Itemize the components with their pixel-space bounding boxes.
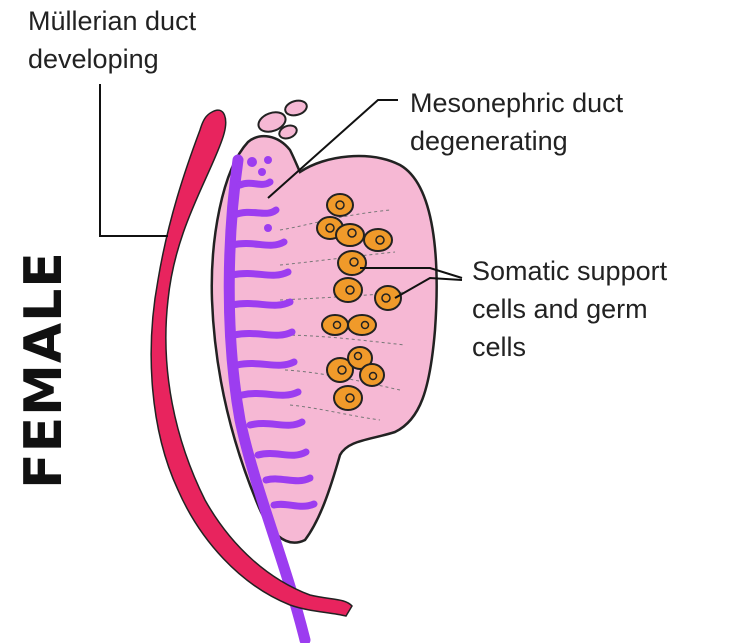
mullerian-leader bbox=[100, 84, 168, 236]
somatic-label-line3: cells bbox=[472, 330, 526, 364]
germ-cell bbox=[334, 386, 362, 410]
mesonephric-label-line1: Mesonephric duct bbox=[410, 86, 623, 120]
somatic-label-line1: Somatic support bbox=[472, 254, 667, 288]
gonad-body bbox=[212, 136, 437, 542]
mesonephric-label-line2: degenerating bbox=[410, 124, 568, 158]
germ-cell bbox=[338, 251, 366, 275]
germ-cell bbox=[336, 224, 364, 246]
somatic-label-line2: cells and germ bbox=[472, 292, 648, 326]
mullerian-label-line2: developing bbox=[28, 42, 159, 76]
germ-cell bbox=[375, 286, 401, 310]
mullerian-label-line1: Müllerian duct bbox=[28, 4, 196, 38]
mesonephric-tubule-remnants bbox=[256, 98, 309, 140]
germ-cell bbox=[334, 278, 362, 302]
germ-cell bbox=[327, 194, 353, 216]
germ-cell bbox=[322, 315, 348, 335]
sex-side-label: FEMALE bbox=[14, 240, 74, 500]
germ-cell bbox=[360, 364, 384, 386]
germ-cell bbox=[364, 229, 392, 251]
